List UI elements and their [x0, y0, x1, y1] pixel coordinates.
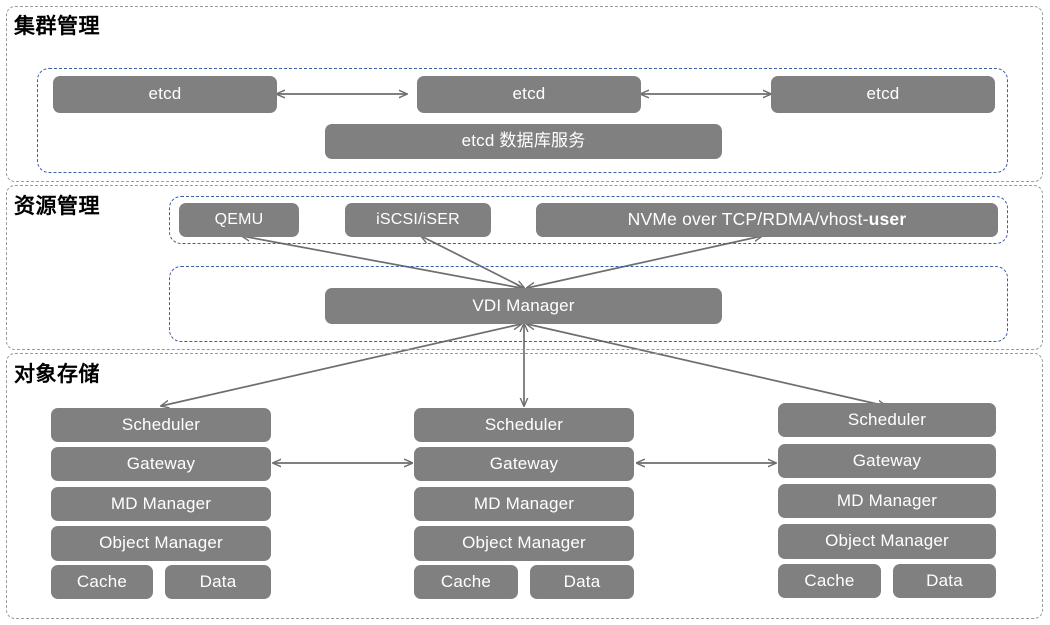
- node-gateway-left[interactable]: Gateway: [51, 447, 271, 481]
- node-nvme-label-bold: user: [868, 209, 907, 230]
- node-scheduler-right[interactable]: Scheduler: [778, 403, 996, 437]
- node-scheduler-left[interactable]: Scheduler: [51, 408, 271, 442]
- node-cache-middle[interactable]: Cache: [414, 565, 518, 599]
- node-etcd-db-service[interactable]: etcd 数据库服务: [325, 124, 722, 159]
- node-etcd-1[interactable]: etcd: [53, 76, 277, 113]
- group-protocols: [169, 196, 1008, 244]
- node-gateway-right[interactable]: Gateway: [778, 444, 996, 478]
- section-title-object-storage: 对象存储: [14, 363, 100, 386]
- node-scheduler-middle[interactable]: Scheduler: [414, 408, 634, 442]
- section-object-storage: [6, 353, 1043, 619]
- node-nvme-label-plain: NVMe over TCP/RDMA/vhost-: [627, 209, 869, 230]
- node-md-manager-left[interactable]: MD Manager: [51, 487, 271, 521]
- node-vdi-manager[interactable]: VDI Manager: [325, 288, 722, 324]
- node-cache-left[interactable]: Cache: [51, 565, 153, 599]
- node-etcd-3[interactable]: etcd: [771, 76, 995, 113]
- node-nvme-over[interactable]: NVMe over TCP/RDMA/vhost-user: [536, 203, 998, 237]
- node-data-middle[interactable]: Data: [530, 565, 634, 599]
- group-vdi: [169, 266, 1008, 342]
- node-gateway-middle[interactable]: Gateway: [414, 447, 634, 481]
- node-data-left[interactable]: Data: [165, 565, 271, 599]
- section-resource-management: [6, 185, 1043, 350]
- node-md-manager-middle[interactable]: MD Manager: [414, 487, 634, 521]
- node-iscsi-iser[interactable]: iSCSI/iSER: [345, 203, 491, 237]
- node-md-manager-right[interactable]: MD Manager: [778, 484, 996, 518]
- node-object-manager-left[interactable]: Object Manager: [51, 526, 271, 561]
- node-object-manager-middle[interactable]: Object Manager: [414, 526, 634, 561]
- node-cache-right[interactable]: Cache: [778, 564, 881, 598]
- node-qemu[interactable]: QEMU: [179, 203, 299, 237]
- node-object-manager-right[interactable]: Object Manager: [778, 524, 996, 559]
- node-data-right[interactable]: Data: [893, 564, 996, 598]
- section-title-cluster-management: 集群管理: [14, 15, 100, 38]
- group-etcd: [37, 68, 1008, 173]
- node-etcd-2[interactable]: etcd: [417, 76, 641, 113]
- section-title-resource-management: 资源管理: [14, 195, 100, 218]
- section-cluster-management: [6, 6, 1043, 182]
